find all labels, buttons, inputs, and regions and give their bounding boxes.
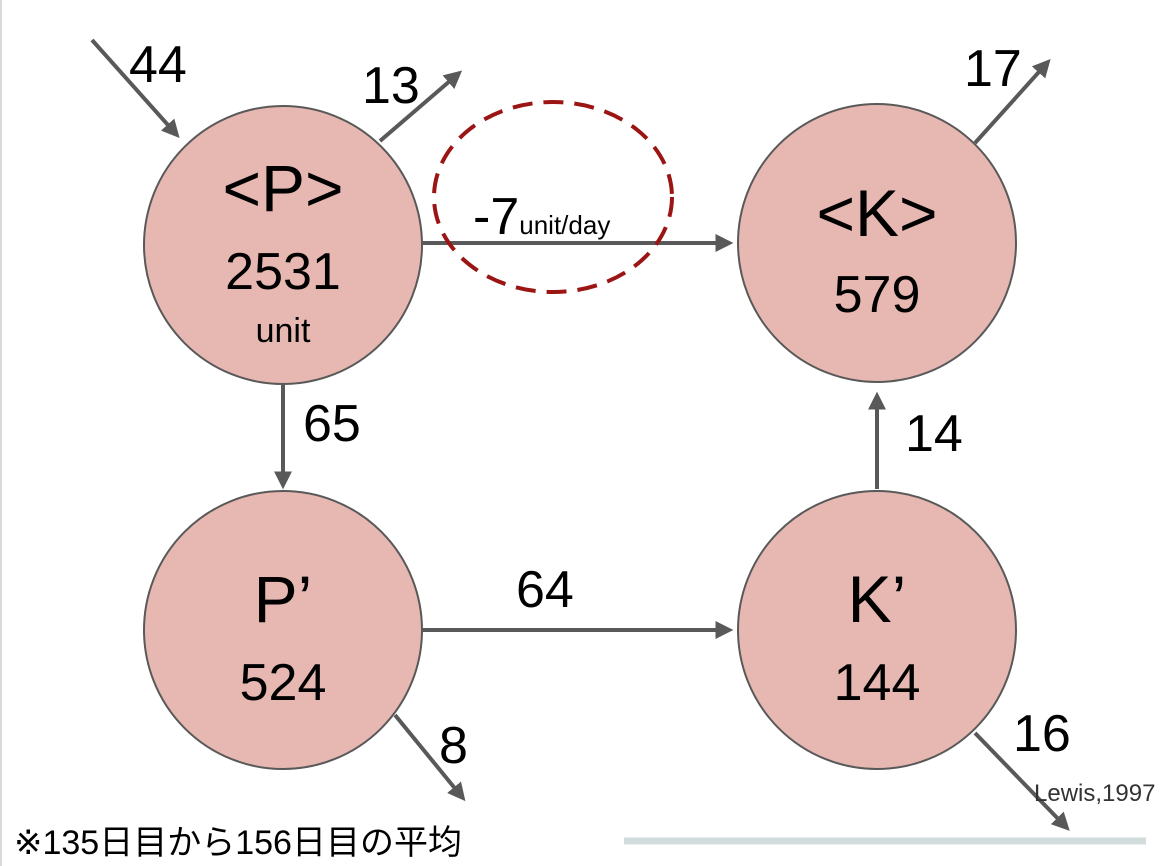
flow-label-p-to-k: -7unit/day	[473, 188, 610, 246]
rate-value: -7	[473, 188, 519, 246]
arrow-output-k	[973, 58, 1051, 145]
rate-unit: unit/day	[519, 210, 610, 240]
node-p-name: <P>	[222, 151, 343, 225]
citation: Lewis,1997	[1034, 780, 1155, 807]
flow-label-output-k-prime: 16	[1013, 705, 1071, 763]
node-k-name: <K>	[816, 176, 937, 250]
node-p-prime: P’ 524	[143, 490, 423, 770]
node-k-prime-value: 144	[834, 654, 921, 712]
flow-label-p-to-p-prime: 65	[303, 395, 361, 453]
arrow-output-p-prime	[393, 713, 466, 802]
node-k-prime: K’ 144	[737, 490, 1017, 770]
flow-label-output-p: 13	[362, 57, 420, 115]
node-k-prime-name: K’	[848, 562, 907, 636]
flow-label-input-p: 44	[129, 36, 187, 94]
node-p: <P> 2531 unit	[143, 105, 423, 385]
node-k-value: 579	[834, 266, 921, 324]
flow-label-output-p-prime: 8	[439, 717, 468, 775]
flow-label-output-k: 17	[964, 40, 1022, 98]
flow-label-p-prime-to-k-prime: 64	[516, 561, 574, 619]
node-p-prime-name: P’	[254, 562, 313, 636]
arrow-output-p	[378, 70, 463, 143]
node-p-unit: unit	[256, 312, 311, 350]
highlight-ellipse	[432, 100, 674, 294]
footnote: ※135日目から156日目の平均	[14, 824, 462, 862]
node-p-prime-value: 524	[240, 654, 327, 712]
arrow-input-p	[90, 38, 180, 139]
node-k: <K> 579	[737, 103, 1017, 383]
arrow-output-k-prime	[973, 731, 1070, 831]
node-p-value: 2531	[225, 243, 341, 301]
flow-label-k-prime-to-k: 14	[905, 405, 963, 463]
